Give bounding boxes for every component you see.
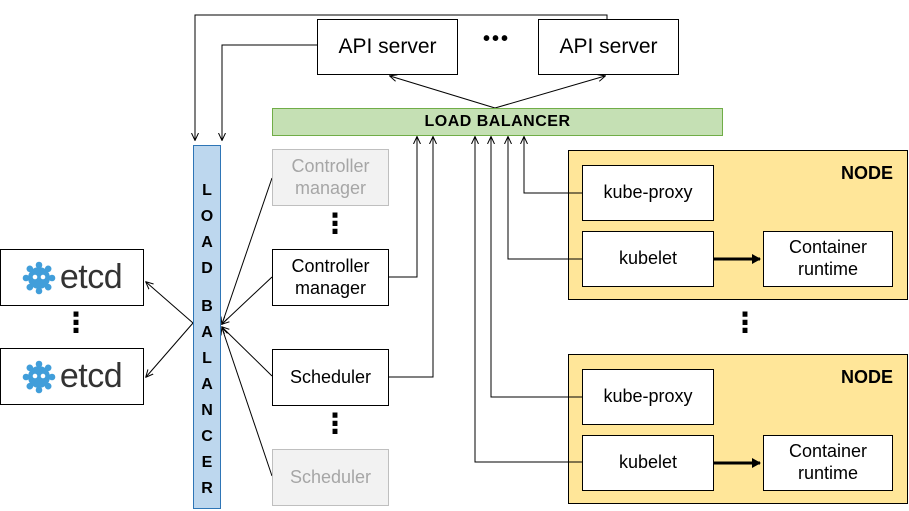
- ctrl-to-lb-line: [222, 177, 273, 324]
- etcd-label: etcd: [59, 258, 123, 296]
- ctrl-to-lb-line: [222, 276, 273, 324]
- api-server-box: API server: [538, 19, 679, 75]
- etcd-box: etcd: [0, 348, 144, 405]
- etcd-logo-icon: [22, 261, 56, 294]
- lb-to-etcd-line: [146, 322, 194, 377]
- lb-letter: A: [201, 376, 213, 393]
- container-runtime-box: Container runtime: [763, 435, 893, 491]
- lb-letter: D: [201, 260, 213, 277]
- vertical-ellipsis: ⋮: [321, 208, 351, 239]
- etcd-label: etcd: [59, 357, 123, 395]
- lb-letter: C: [201, 428, 213, 445]
- kubelet-box: kubelet: [582, 231, 714, 287]
- lb-letter: L: [202, 350, 212, 367]
- vertical-ellipsis: ⋮: [321, 408, 351, 439]
- lb-letter: A: [201, 324, 213, 341]
- proxy-to-top-lb-line: [491, 137, 582, 398]
- kubelet-to-top-lb-line: [475, 137, 582, 463]
- node-title: NODE: [840, 367, 893, 387]
- ctrl-to-top-lb-line: [389, 137, 417, 278]
- etcd-logo-icon: [22, 360, 56, 393]
- kube-proxy-box: kube-proxy: [582, 165, 714, 221]
- load-balancer-side: L O A D B A L A N C E R: [193, 145, 221, 509]
- controller-manager-box-inactive: Controller manager: [272, 149, 389, 206]
- kubelet-to-top-lb-line: [508, 137, 582, 260]
- sched-to-lb-line: [222, 328, 273, 477]
- lb-letter: O: [200, 208, 214, 225]
- lb-to-etcd-line: [146, 282, 194, 324]
- sched-to-lb-line: [222, 327, 273, 377]
- vertical-ellipsis: ⋮: [731, 307, 761, 338]
- lb-letter: B: [201, 298, 213, 315]
- proxy-to-top-lb-line: [524, 137, 582, 194]
- horizontal-ellipsis: •••: [483, 28, 511, 50]
- api-to-side-lb-line: [222, 44, 317, 140]
- kubelet-box: kubelet: [582, 435, 714, 491]
- kube-proxy-box: kube-proxy: [582, 369, 714, 425]
- vertical-ellipsis: ⋮: [62, 307, 92, 338]
- container-runtime-box: Container runtime: [763, 231, 893, 287]
- load-balancer-top: LOAD BALANCER: [272, 108, 723, 136]
- lb-letter: A: [201, 234, 213, 251]
- node-title: NODE: [840, 163, 893, 183]
- lb-letter: N: [201, 402, 213, 419]
- scheduler-box-inactive: Scheduler: [272, 449, 389, 506]
- etcd-box: etcd: [0, 249, 144, 306]
- lb-letter: L: [202, 182, 212, 199]
- sched-to-top-lb-line: [389, 137, 433, 378]
- lb-letter: R: [201, 480, 213, 497]
- lb-letter: E: [201, 454, 213, 471]
- lb-to-api-line: [390, 76, 496, 109]
- scheduler-box: Scheduler: [272, 349, 389, 406]
- api-server-box: API server: [317, 19, 458, 75]
- controller-manager-box: Controller manager: [272, 249, 389, 306]
- lb-to-api-line: [494, 76, 605, 109]
